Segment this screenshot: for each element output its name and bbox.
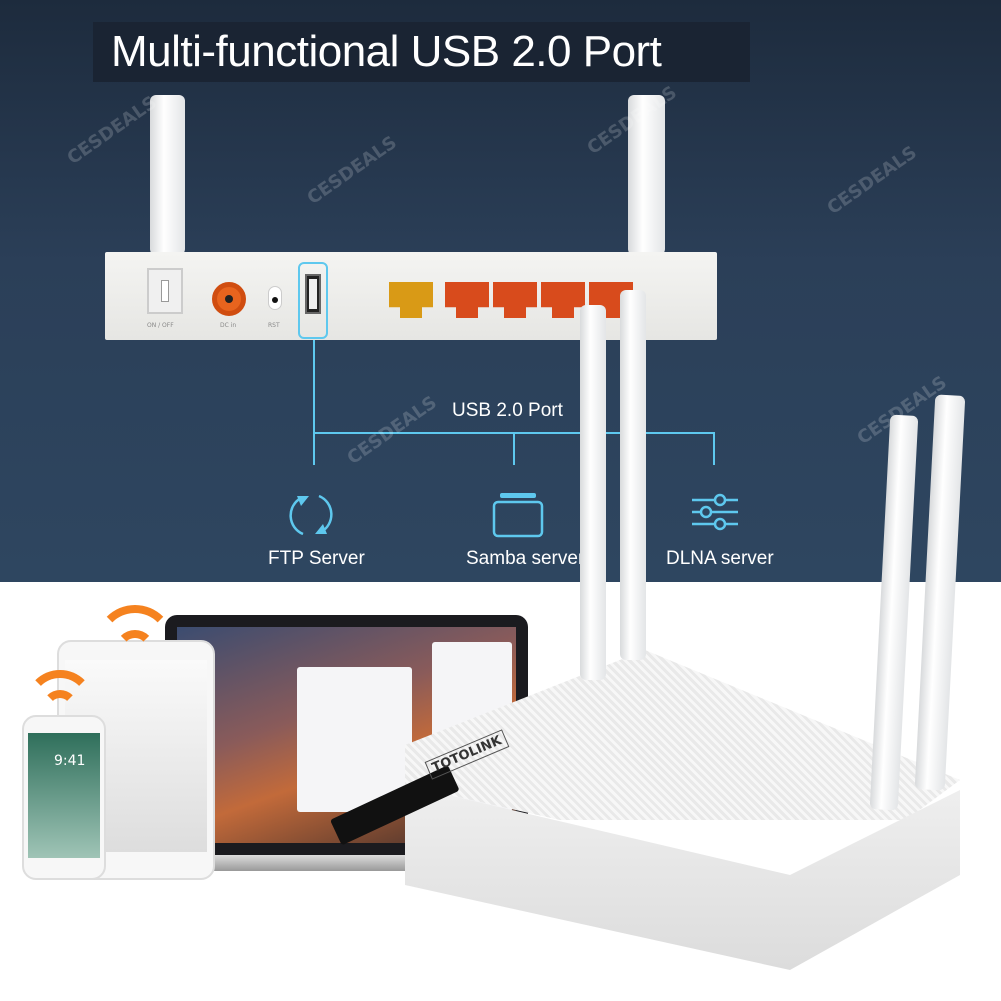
lan-port-3	[541, 282, 585, 318]
power-label: ON / OFF	[147, 322, 174, 329]
watermark: CESDEALS	[63, 92, 161, 169]
wifi-icon	[95, 605, 175, 685]
wifi-icon	[115, 630, 155, 670]
wan-port	[389, 282, 433, 318]
wifi-icon	[42, 690, 78, 726]
connector-line	[313, 340, 315, 465]
app-window	[297, 667, 412, 812]
router-back-panel: ON / OFF DC in RST	[105, 252, 717, 340]
watermark: CESDEALS	[303, 132, 401, 209]
sync-icon	[289, 494, 333, 536]
connector-line	[713, 432, 715, 465]
front-antenna	[620, 290, 646, 660]
front-antenna	[580, 305, 606, 680]
watermark: CESDEALS	[823, 142, 921, 219]
feature-label-samba: Samba server	[466, 548, 585, 569]
usb-port	[305, 274, 321, 314]
lan-port-2	[493, 282, 537, 318]
wifi-icon	[25, 670, 95, 740]
rear-antenna-right	[628, 95, 665, 255]
phone-time: 9:41	[54, 753, 86, 769]
reset-button	[268, 286, 282, 310]
top-banner: Multi-functional USB 2.0 Port ON / OFF D…	[0, 0, 1001, 582]
folder-icon	[492, 493, 544, 538]
feature-label-dlna: DLNA server	[666, 548, 774, 569]
phone: 9:41	[22, 715, 106, 880]
dc-label: DC in	[220, 322, 237, 329]
sliders-icon	[692, 493, 738, 531]
connector-line	[513, 432, 515, 465]
feature-label-ftp: FTP Server	[268, 548, 365, 569]
reset-label: RST	[268, 322, 280, 329]
page-title: Multi-functional USB 2.0 Port	[93, 22, 750, 82]
usb-port-label: USB 2.0 Port	[452, 400, 563, 421]
rear-antenna-left	[150, 95, 185, 255]
power-switch	[147, 268, 183, 314]
dc-in-port	[212, 282, 246, 316]
watermark: CESDEALS	[343, 392, 441, 469]
usb-port-highlight	[298, 262, 328, 339]
router-front	[405, 650, 960, 970]
lan-port-1	[445, 282, 489, 318]
